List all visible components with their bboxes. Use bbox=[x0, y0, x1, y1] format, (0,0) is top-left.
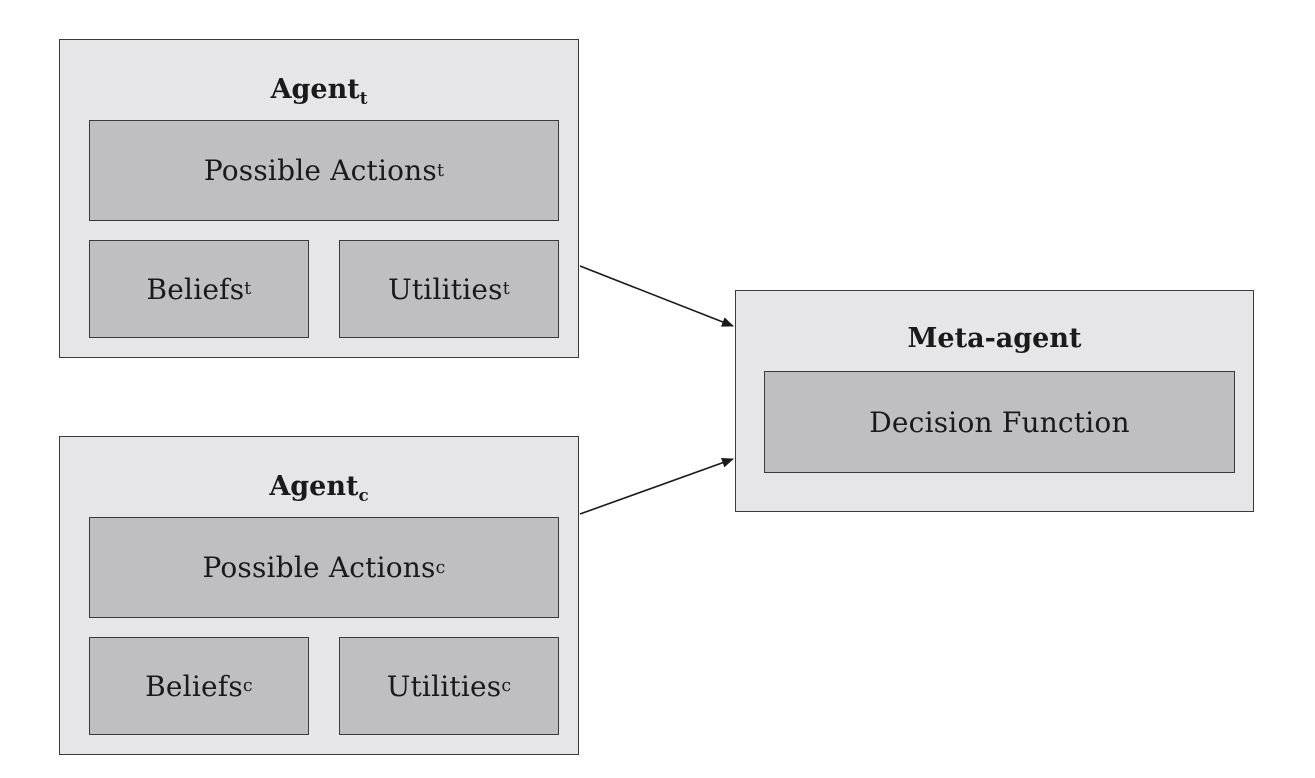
decision-function-label: Decision Function bbox=[869, 405, 1130, 439]
agent-c-title-text: Agent bbox=[269, 471, 359, 502]
agent-t-utilities-label: Utilities bbox=[388, 272, 503, 306]
agent-c-title: Agentc bbox=[60, 471, 578, 505]
agent-t-title-subscript: t bbox=[359, 87, 368, 108]
agent-c-possible-actions-label: Possible Actions bbox=[202, 551, 436, 584]
meta-agent-title: Meta-agent bbox=[736, 323, 1253, 354]
arrow-agent-t-to-meta-agent bbox=[579, 265, 734, 327]
decision-function-box: Decision Function bbox=[764, 371, 1235, 473]
agent-c-beliefs-label: Beliefs bbox=[145, 669, 243, 703]
arrow-agent-c-to-meta-agent bbox=[579, 458, 734, 515]
agent-c-title-subscript: c bbox=[358, 484, 369, 505]
agent-t-title-text: Agent bbox=[270, 74, 360, 105]
agent-t-possible-actions-label: Possible Actions bbox=[203, 154, 437, 187]
agent-t-title: Agentt bbox=[60, 74, 578, 108]
agent-c-utilities-label: Utilities bbox=[386, 669, 502, 703]
meta-agent-title-text: Meta-agent bbox=[907, 323, 1082, 354]
agent-t-beliefs-label: Beliefs bbox=[146, 272, 245, 306]
